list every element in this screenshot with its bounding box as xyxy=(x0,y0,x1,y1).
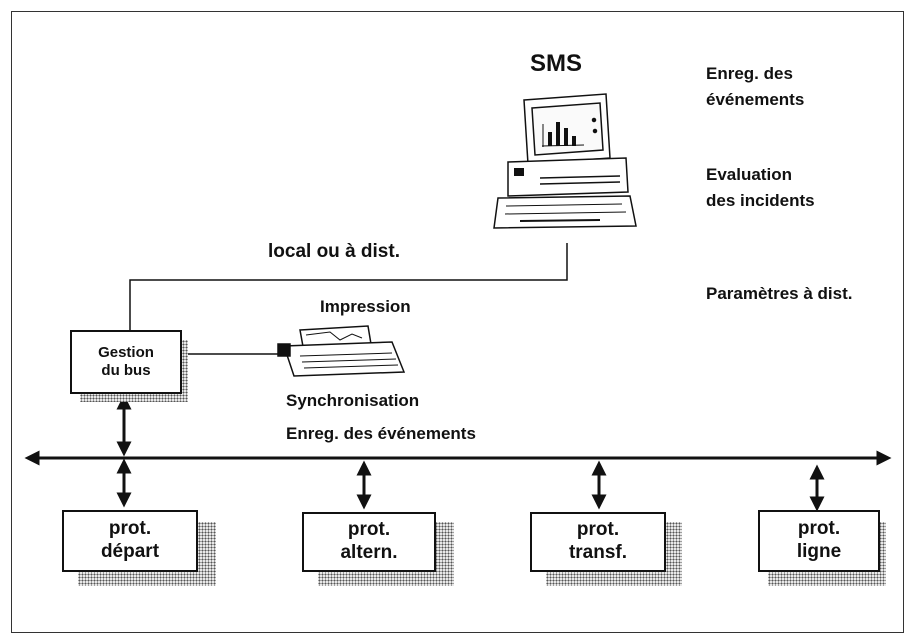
prot-transf-line2: transf. xyxy=(568,542,628,563)
prot-altern-box: prot. altern. xyxy=(302,512,436,572)
note-events-line1: Enreg. des xyxy=(706,64,793,83)
bus-manager-line2: du bus xyxy=(101,362,151,379)
printer-title: Impression xyxy=(320,297,411,316)
bus-manager-line1: Gestion xyxy=(98,344,154,361)
events-label: Enreg. des événements xyxy=(286,424,476,443)
printer-icon xyxy=(277,325,406,377)
prot-depart-line2: départ xyxy=(100,541,160,562)
link-label: local ou à dist. xyxy=(268,241,400,262)
note-eval-line1: Evaluation xyxy=(706,165,792,184)
note-params: Paramètres à dist. xyxy=(706,284,853,303)
prot-transf-line1: prot. xyxy=(576,519,620,541)
prot-altern-line1: prot. xyxy=(347,519,391,541)
prot-altern-line2: altern. xyxy=(340,542,398,563)
prot-depart-box: prot. départ xyxy=(62,510,198,572)
prot-ligne-box: prot. ligne xyxy=(758,510,880,572)
link-line xyxy=(129,243,568,330)
sync-label: Synchronisation xyxy=(286,391,420,410)
computer-title: SMS xyxy=(530,50,583,77)
prot-transf-box: prot. transf. xyxy=(530,512,666,572)
diagram-frame xyxy=(11,11,904,633)
note-eval-line2: des incidents xyxy=(706,191,815,210)
prot-depart-line1: prot. xyxy=(108,518,152,540)
computer-terminal-icon xyxy=(493,93,637,229)
note-events-line2: événements xyxy=(706,90,805,109)
prot-ligne-line2: ligne xyxy=(796,541,842,562)
bus-manager-box: Gestion du bus xyxy=(70,330,182,394)
prot-ligne-line1: prot. xyxy=(797,518,841,540)
